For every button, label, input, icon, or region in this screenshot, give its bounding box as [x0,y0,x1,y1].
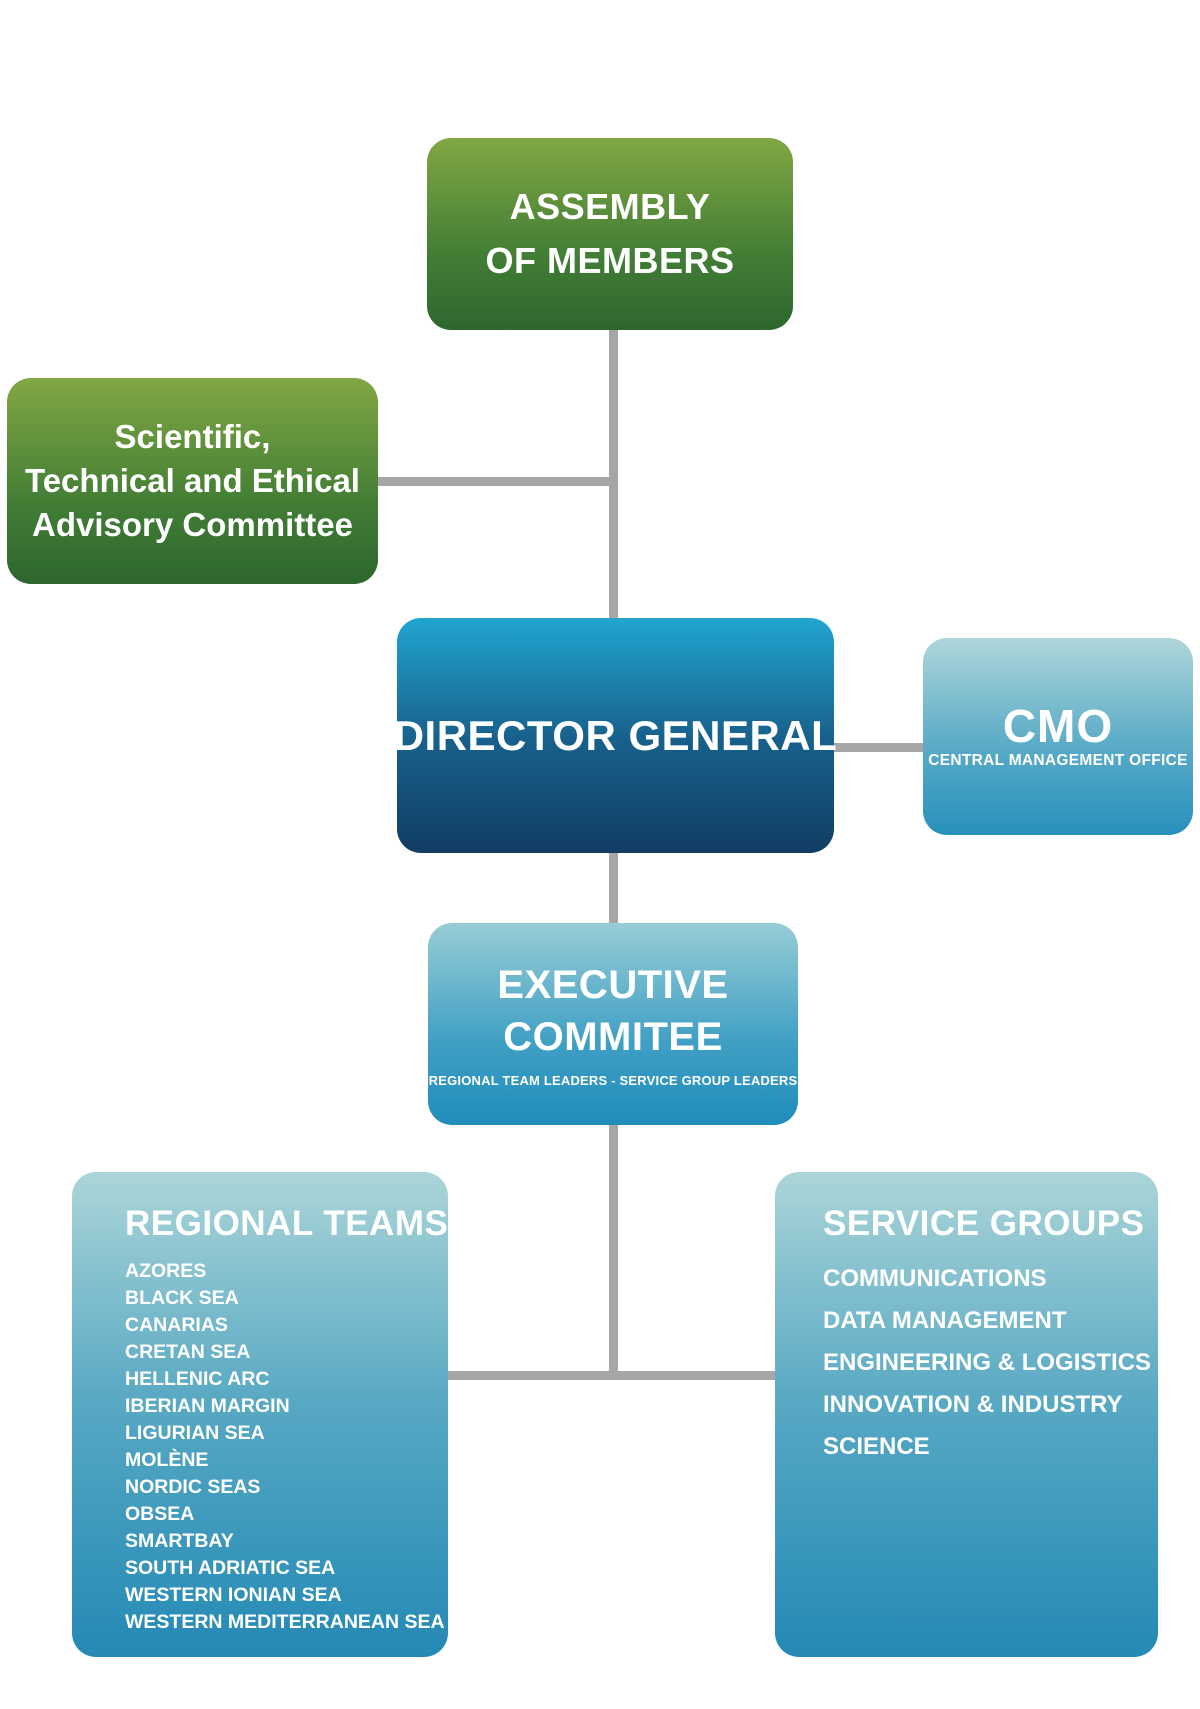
executive-title-line2: COMMITEE [503,1014,723,1059]
cmo-subtitle: CENTRAL MANAGEMENT OFFICE [928,751,1188,769]
connector-regional-to-service [448,1371,775,1380]
connector-director-to-cmo [834,743,926,752]
connector-advisory-to-trunk [378,477,618,486]
regional-team-item: AZORES [125,1260,207,1282]
regional-team-item: CANARIAS [125,1314,228,1336]
service-group-item: COMMUNICATIONS [823,1265,1047,1292]
node-advisory-committee: Scientific, Technical and Ethical Adviso… [7,378,378,584]
regional-team-item: NORDIC SEAS [125,1476,261,1498]
regional-team-item: WESTERN IONIAN SEA [125,1584,342,1606]
regional-team-item: MOLÈNE [125,1449,209,1471]
regional-team-item: WESTERN MEDITERRANEAN SEA [125,1611,445,1633]
connector-assembly-to-director [609,325,618,622]
advisory-title-line2: Technical and Ethical [25,462,360,499]
connector-executive-to-groups [609,1122,618,1380]
node-regional-teams: REGIONAL TEAMS AZORES BLACK SEA CANARIAS… [72,1172,448,1657]
node-cmo: CMO CENTRAL MANAGEMENT OFFICE [923,638,1193,835]
service-group-item: INNOVATION & INDUSTRY [823,1391,1123,1418]
regional-team-item: IBERIAN MARGIN [125,1395,290,1417]
connector-director-to-executive [609,850,618,926]
node-service-groups: SERVICE GROUPS COMMUNICATIONS DATA MANAG… [775,1172,1158,1657]
regional-team-item: HELLENIC ARC [125,1368,270,1390]
advisory-title-line3: Advisory Committee [32,506,353,543]
director-general-title: DIRECTOR GENERAL [393,711,838,759]
regional-team-item: LIGURIAN SEA [125,1422,265,1444]
executive-subtitle: REGIONAL TEAM LEADERS - SERVICE GROUP LE… [428,1072,798,1088]
regional-teams-title: REGIONAL TEAMS [125,1204,449,1243]
executive-title-line1: EXECUTIVE [497,962,729,1007]
service-group-item: DATA MANAGEMENT [823,1307,1067,1334]
service-group-item: SCIENCE [823,1433,930,1460]
assembly-title-line1: ASSEMBLY [509,186,711,227]
cmo-title: CMO [1002,699,1114,752]
node-executive-commitee: EXECUTIVE COMMITEE REGIONAL TEAM LEADERS… [428,923,798,1125]
service-groups-title: SERVICE GROUPS [823,1204,1145,1243]
node-director-general: DIRECTOR GENERAL [394,618,837,853]
regional-team-item: CRETAN SEA [125,1341,251,1363]
regional-team-item: SMARTBAY [125,1530,234,1552]
node-assembly-of-members: ASSEMBLY OF MEMBERS [427,138,793,330]
regional-team-item: BLACK SEA [125,1287,239,1309]
regional-team-item: SOUTH ADRIATIC SEA [125,1557,336,1579]
service-group-item: ENGINEERING & LOGISTICS [823,1349,1152,1376]
regional-team-item: OBSEA [125,1503,195,1525]
assembly-title-line2: OF MEMBERS [485,240,735,281]
advisory-title-line1: Scientific, [114,418,271,455]
